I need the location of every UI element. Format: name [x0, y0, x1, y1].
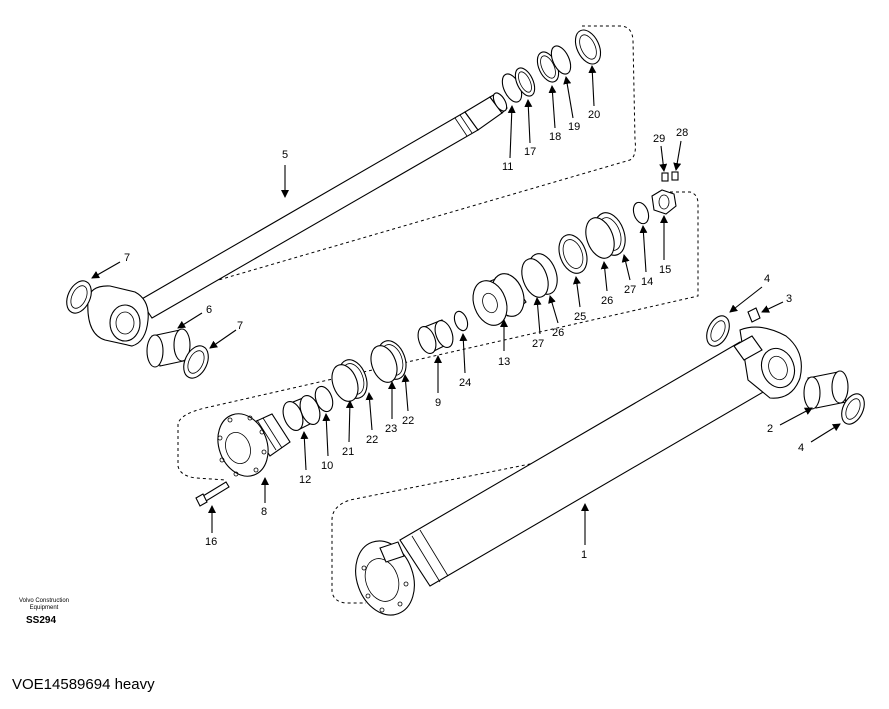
label-part-21: 21: [342, 446, 354, 458]
label-part-27b: 27: [532, 338, 544, 350]
label-part-20: 20: [588, 109, 600, 121]
seal-rings-21-22: [331, 359, 368, 402]
label-part-1: 1: [581, 549, 587, 561]
barrel-group-outline: [331, 457, 561, 604]
label-part-8: 8: [261, 506, 267, 518]
nut-15: [651, 189, 677, 215]
label-part-6: 6: [206, 304, 212, 316]
label-part-3: 3: [786, 293, 792, 305]
label-part-25: 25: [574, 311, 586, 323]
label-part-19: 19: [568, 121, 580, 133]
label-part-18: 18: [549, 131, 561, 143]
label-part-24: 24: [459, 377, 471, 389]
label-part-29: 29: [653, 133, 665, 145]
set-screw-29-28: [661, 171, 679, 182]
label-part-26a: 26: [601, 295, 613, 307]
wiper-ring-7a: [66, 280, 92, 314]
brand-line-2: Equipment: [29, 605, 59, 611]
seal-rings-22-23: [370, 340, 407, 383]
label-part-7b: 7: [237, 320, 243, 332]
diagram-caption: VOE14589694 heavy: [12, 676, 155, 693]
label-part-22b: 22: [402, 415, 414, 427]
label-part-14: 14: [641, 276, 653, 288]
part-labels: 5 7 6 7 11 17 18 19 20 29 28 15 14 27 26…: [124, 109, 804, 561]
label-part-13: 13: [498, 356, 510, 368]
sheet-code: SS294: [26, 615, 57, 626]
cylinder-head-8: [217, 413, 291, 477]
ring-14: [632, 201, 650, 225]
label-part-10: 10: [321, 460, 333, 472]
label-part-4a: 4: [764, 273, 770, 285]
label-part-12: 12: [299, 474, 311, 486]
label-part-2: 2: [767, 423, 773, 435]
seal-rings-upper: [501, 29, 602, 103]
head-group-outline: [177, 191, 699, 481]
bolt-16: [195, 481, 230, 507]
label-part-15: 15: [659, 264, 671, 276]
wiper-ring-4b: [841, 393, 865, 425]
label-part-26b: 26: [552, 327, 564, 339]
label-part-5: 5: [282, 149, 288, 161]
bushing-6: [146, 328, 191, 368]
seal-rings-27-26: [585, 212, 626, 259]
seal-rings-26-27-lower: [521, 253, 558, 298]
bushing-9: [417, 319, 454, 354]
rod-group-outline: [109, 25, 636, 301]
leader-arrows: [91, 65, 841, 545]
label-part-7a: 7: [124, 252, 130, 264]
oring-24: [453, 310, 469, 332]
label-part-17: 17: [524, 146, 536, 158]
cylinder-barrel: [355, 326, 802, 616]
label-part-22a: 22: [366, 434, 378, 446]
wiper-ring-7b: [183, 345, 209, 379]
bushing-12: [282, 395, 321, 431]
piston-13: [472, 273, 527, 326]
label-part-28: 28: [676, 127, 688, 139]
label-part-9: 9: [435, 397, 441, 409]
brand-label: Volvo Construction Equipment: [14, 598, 74, 612]
label-part-23: 23: [385, 423, 397, 435]
label-part-11: 11: [502, 161, 513, 173]
grease-nipple-3: [747, 307, 761, 323]
piston-rod: [87, 92, 508, 347]
wear-ring-25: [558, 234, 588, 274]
wiper-ring-4a: [706, 315, 730, 347]
bushing-2: [803, 370, 849, 410]
label-part-27a: 27: [624, 284, 636, 296]
label-part-16: 16: [205, 536, 217, 548]
brand-line-1: Volvo Construction: [18, 598, 70, 604]
label-part-4b: 4: [798, 442, 804, 454]
